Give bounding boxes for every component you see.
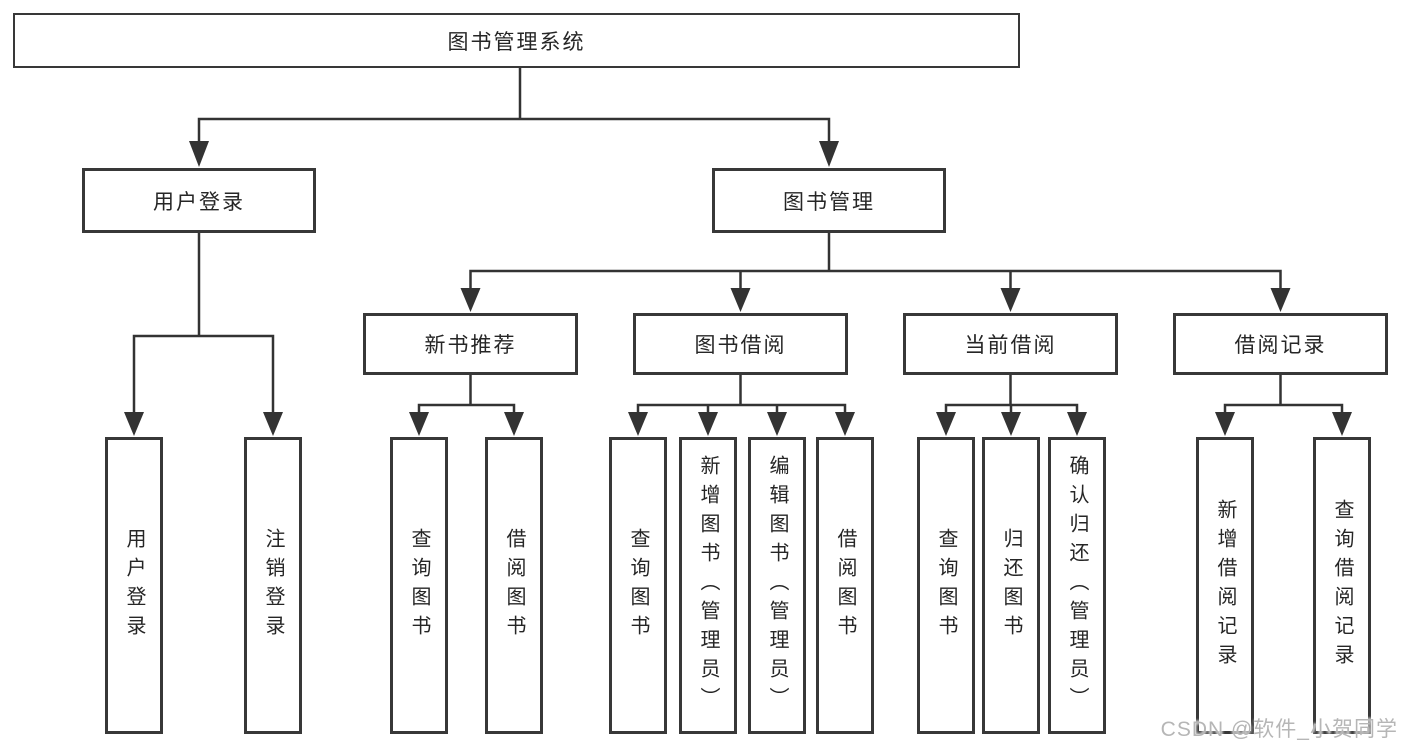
- leaf-query-books-current: 查询图书: [917, 437, 975, 734]
- leaf-add-borrow-record: 新增借阅记录: [1196, 437, 1254, 734]
- leaf-borrow-books: 借阅图书: [816, 437, 874, 734]
- node-book-borrow: 图书借阅: [633, 313, 848, 375]
- leaf-query-books-recommend: 查询图书: [390, 437, 448, 734]
- node-user-login-label: 用户登录: [153, 190, 245, 214]
- leaf-logout: 注销登录: [244, 437, 302, 734]
- node-book-borrow-label: 图书借阅: [694, 334, 787, 357]
- node-book-management-label: 图书管理: [783, 190, 875, 214]
- leaf-return-book: 归还图书: [982, 437, 1040, 734]
- leaf-query-books-current-label: 查询图书: [935, 527, 957, 644]
- node-user-login: 用户登录: [82, 168, 316, 233]
- node-root: 图书管理系统: [13, 13, 1020, 68]
- node-borrow-records-label: 借阅记录: [1234, 334, 1327, 357]
- leaf-confirm-return-admin: 确认归还（管理员）: [1048, 437, 1106, 734]
- leaf-return-book-label: 归还图书: [1000, 527, 1022, 644]
- leaf-edit-book-admin-label: 编辑图书（管理员）: [766, 455, 788, 716]
- leaf-borrow-books-recommend-label: 借阅图书: [503, 527, 525, 644]
- node-root-label: 图书管理系统: [447, 30, 586, 54]
- leaf-query-borrow-record-label: 查询借阅记录: [1331, 498, 1353, 673]
- leaf-query-books-borrow: 查询图书: [609, 437, 667, 734]
- node-current-borrow: 当前借阅: [903, 313, 1118, 375]
- leaf-query-books-recommend-label: 查询图书: [408, 527, 430, 644]
- leaf-confirm-return-admin-label: 确认归还（管理员）: [1066, 455, 1088, 716]
- node-current-borrow-label: 当前借阅: [964, 334, 1057, 357]
- leaf-add-book-admin-label: 新增图书（管理员）: [697, 455, 719, 716]
- node-new-book-recommend-label: 新书推荐: [424, 334, 517, 357]
- leaf-borrow-books-label: 借阅图书: [834, 527, 856, 644]
- leaf-query-books-borrow-label: 查询图书: [627, 527, 649, 644]
- leaf-add-book-admin: 新增图书（管理员）: [679, 437, 737, 734]
- leaf-query-borrow-record: 查询借阅记录: [1313, 437, 1371, 734]
- leaf-user-login-label: 用户登录: [123, 527, 145, 644]
- leaf-add-borrow-record-label: 新增借阅记录: [1214, 498, 1236, 673]
- leaf-borrow-books-recommend: 借阅图书: [485, 437, 543, 734]
- leaf-user-login: 用户登录: [105, 437, 163, 734]
- leaf-edit-book-admin: 编辑图书（管理员）: [748, 437, 806, 734]
- leaf-logout-label: 注销登录: [262, 527, 284, 644]
- node-borrow-records: 借阅记录: [1173, 313, 1388, 375]
- node-new-book-recommend: 新书推荐: [363, 313, 578, 375]
- node-book-management: 图书管理: [712, 168, 946, 233]
- csdn-watermark: CSDN @软件_小贺同学: [1160, 718, 1398, 741]
